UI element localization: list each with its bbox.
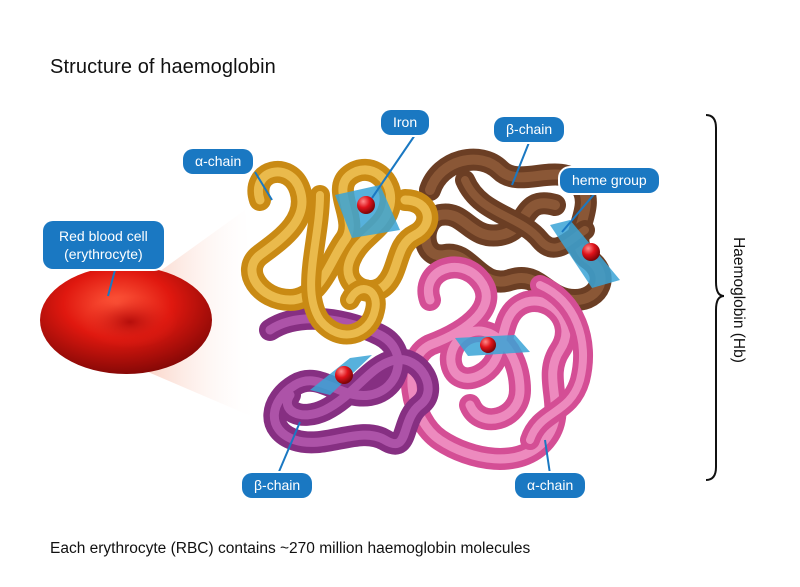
- heme-group-gold: [335, 185, 400, 238]
- iron-atom: [582, 243, 600, 261]
- beta-chain-purple: [259, 307, 440, 455]
- alpha-chain-pink: [400, 256, 593, 470]
- iron-atom: [335, 366, 353, 384]
- caption: Each erythrocyte (RBC) contains ~270 mil…: [50, 540, 531, 557]
- diagram-title: Structure of haemoglobin: [50, 56, 276, 78]
- alpha-chain-label-top: α-chain: [183, 149, 254, 174]
- heme-group-purple: [310, 355, 372, 395]
- iron-atom: [480, 337, 496, 353]
- alpha-chain-label-bottom: α-chain: [515, 473, 586, 498]
- iron-atom: [357, 196, 375, 214]
- beta-chain-label-top: β-chain: [494, 117, 565, 142]
- red-blood-cell: [40, 266, 212, 374]
- leader-lines: [107, 134, 597, 475]
- haemoglobin-side-label: Haemoglobin (Hb): [730, 237, 747, 363]
- red-blood-cell-label: Red blood cell (erythrocyte): [43, 221, 164, 269]
- heme-group-pink: [455, 335, 530, 356]
- beta-chain-label-bottom: β-chain: [242, 473, 313, 498]
- heme-group-brown: [550, 220, 620, 288]
- haemoglobin-brace: [705, 114, 725, 481]
- iron-label: Iron: [381, 110, 430, 135]
- heme-group-label: heme group: [560, 168, 659, 193]
- alpha-chain-gold: [241, 158, 439, 345]
